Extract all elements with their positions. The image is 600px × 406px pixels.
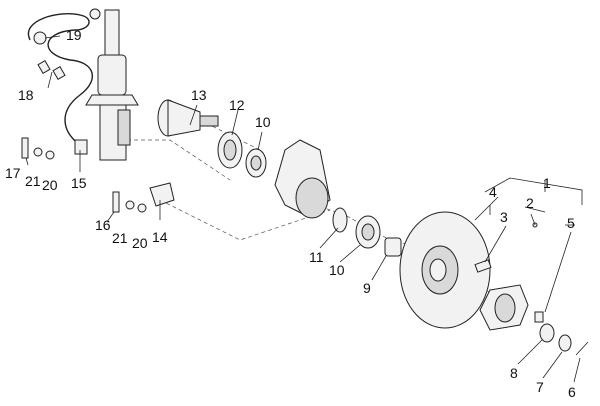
callout-16: 16 <box>95 217 111 233</box>
seal-bearing-spacer <box>332 207 402 257</box>
callout-18: 18 <box>18 87 34 103</box>
callout-19: 19 <box>66 27 82 43</box>
callout-20-lower: 20 <box>132 235 148 251</box>
callout-15: 15 <box>71 175 87 191</box>
hub-nut-set <box>539 323 589 356</box>
callout-1: 1 <box>543 175 551 191</box>
bolt-set-lower <box>112 182 175 213</box>
callout-9: 9 <box>363 280 371 296</box>
drive-shaft <box>157 99 219 137</box>
callout-17: 17 <box>5 165 21 181</box>
callout-3: 3 <box>500 209 508 225</box>
callout-8: 8 <box>510 365 518 381</box>
callout-21-lower: 21 <box>112 230 128 246</box>
callout-12: 12 <box>229 97 245 113</box>
brake-disc <box>399 211 491 329</box>
callout-10-upper: 10 <box>255 114 271 130</box>
callout-11: 11 <box>309 249 324 265</box>
bearing-12 <box>217 131 243 169</box>
callout-20-upper: 20 <box>42 177 58 193</box>
callout-4: 4 <box>489 184 497 200</box>
shock-absorber-strut <box>27 8 139 161</box>
callout-21-upper: 21 <box>25 173 41 189</box>
steering-knuckle <box>274 139 331 219</box>
callout-10-lower: 10 <box>329 262 345 278</box>
callout-labels: 1 2 3 4 5 6 7 8 9 10 10 11 12 13 14 15 1… <box>5 27 576 400</box>
leader-lines <box>25 35 581 383</box>
callout-2: 2 <box>526 195 534 211</box>
bolt-set-upper <box>21 137 55 160</box>
group-bracket <box>484 177 583 226</box>
callout-5: 5 <box>567 215 575 231</box>
bearing-10-upper <box>245 148 267 178</box>
callout-13: 13 <box>191 87 207 103</box>
wheel-hub-assembly <box>474 222 544 331</box>
callout-7: 7 <box>536 379 544 395</box>
callout-6: 6 <box>568 384 576 400</box>
callout-14: 14 <box>152 229 168 245</box>
